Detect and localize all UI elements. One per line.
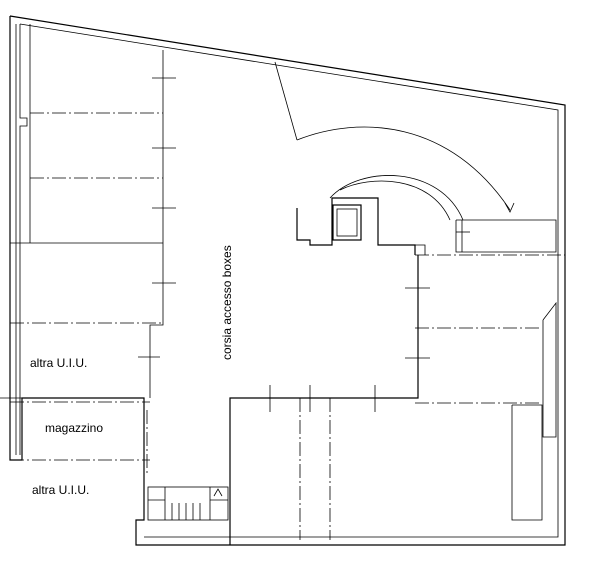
outer-walls bbox=[0, 15, 566, 546]
ramp-structure bbox=[274, 61, 557, 255]
grid-axes bbox=[10, 112, 565, 540]
left-box-partitions bbox=[10, 24, 176, 398]
stair bbox=[147, 486, 229, 521]
right-walls bbox=[229, 255, 557, 545]
driveway-label: corsia accesso boxes bbox=[220, 245, 234, 360]
unit-lower-label: altra U.I.U. bbox=[32, 483, 89, 497]
unit-upper-label: altra U.I.U. bbox=[30, 356, 87, 370]
storage-label: magazzino bbox=[45, 421, 103, 435]
